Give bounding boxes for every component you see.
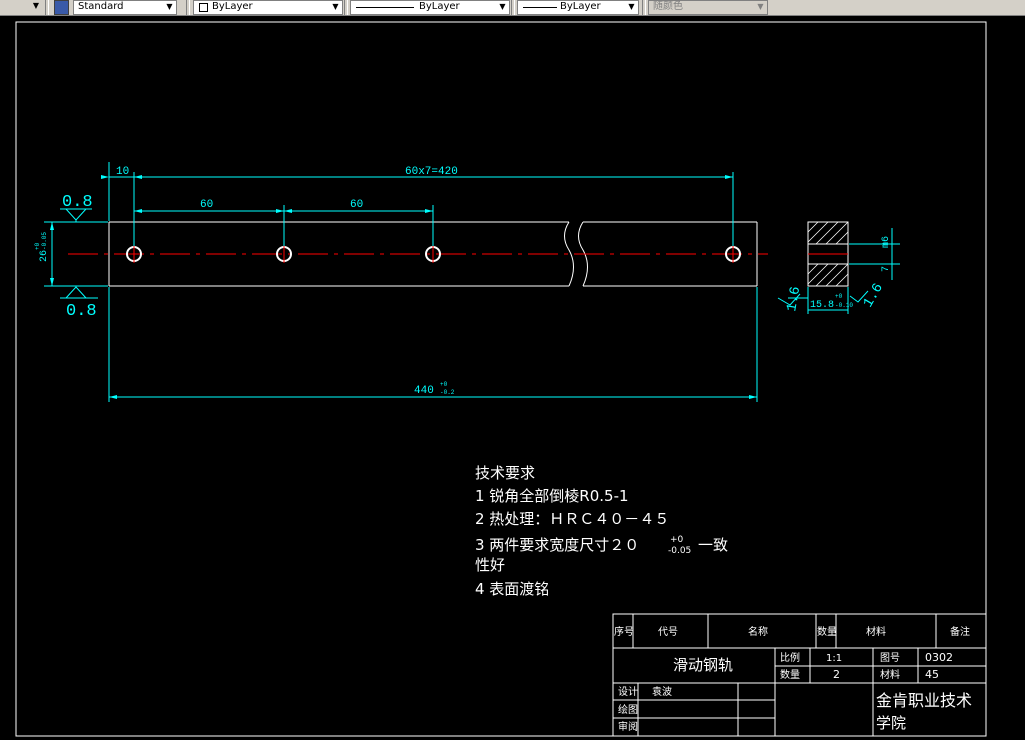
rail-front-view bbox=[108, 221, 758, 287]
dim-26: 26 bbox=[39, 250, 50, 262]
toolbar-separator bbox=[642, 0, 646, 15]
section-dimensions bbox=[777, 228, 900, 314]
arrow bbox=[50, 278, 54, 286]
lineweight-select[interactable]: ByLayer ▼ bbox=[517, 0, 639, 15]
dim-26-tol-lower: -0.05 bbox=[41, 232, 48, 250]
part-name: 滑动钢轨 bbox=[673, 656, 733, 674]
header-code: 代号 bbox=[658, 626, 678, 638]
header-name: 名称 bbox=[748, 625, 768, 638]
notes-line-3-suffix: 一致 bbox=[698, 536, 728, 554]
roughness-left-value: 1.6 bbox=[784, 285, 804, 313]
roughness-bottom-value: 0.8 bbox=[66, 302, 97, 321]
toolbar-separator bbox=[45, 0, 49, 15]
roughness-right-value: 1.6 bbox=[860, 281, 886, 311]
drawing-canvas[interactable]: 10 60x7=420 60 60 440 +0 -0.2 26 +0 -0.0… bbox=[0, 16, 1025, 740]
roughness-top bbox=[60, 208, 92, 222]
design-label: 设计 bbox=[618, 685, 638, 698]
drawing-border bbox=[15, 21, 987, 737]
plot-style-select[interactable]: 随颜色 ▼ bbox=[648, 0, 768, 15]
chevron-down-icon[interactable]: ▼ bbox=[332, 2, 339, 11]
toolbar-separator bbox=[344, 0, 348, 15]
scale-value: 1:1 bbox=[826, 653, 842, 664]
arrow bbox=[50, 222, 54, 230]
notes-line-3-cont: 性好 bbox=[475, 556, 505, 574]
drawing-no-value: 0302 bbox=[925, 651, 953, 664]
dropdown-arrow-icon[interactable]: ▼ bbox=[32, 1, 40, 10]
layer-select[interactable]: ByLayer ▼ bbox=[193, 0, 343, 15]
color-swatch-icon bbox=[199, 3, 208, 12]
notes-line-1: 1 锐角全部倒棱R0.5-1 bbox=[475, 487, 629, 505]
dim-7: 7 bbox=[881, 266, 892, 272]
header-no: 序号 bbox=[614, 625, 634, 638]
dim-m6: m6 bbox=[881, 236, 892, 248]
chevron-down-icon[interactable]: ▼ bbox=[499, 2, 506, 11]
school-name-line-2: 学院 bbox=[876, 714, 906, 732]
draw-label: 绘图 bbox=[618, 703, 638, 716]
roughness-bottom bbox=[60, 286, 98, 299]
toolbar-separator bbox=[186, 0, 190, 15]
title-block-frame bbox=[612, 613, 987, 737]
notes-line-2: 2 热处理：ＨＲＣ４０－４５ bbox=[475, 510, 669, 528]
scale-label: 比例 bbox=[780, 651, 800, 664]
material-label: 材料 bbox=[880, 668, 900, 681]
plot-style-value: 随颜色 bbox=[653, 1, 683, 12]
text-style-value: Standard bbox=[78, 1, 124, 12]
drawing-no-label: 图号 bbox=[880, 652, 900, 664]
school-name-line-1: 金肯职业技术 bbox=[876, 691, 972, 710]
line-sample-icon bbox=[523, 7, 557, 8]
arrow bbox=[109, 395, 117, 399]
notes-line-3-tol-lower: -0.05 bbox=[668, 546, 691, 556]
chevron-down-icon[interactable]: ▼ bbox=[628, 2, 635, 11]
layer-value: ByLayer bbox=[212, 1, 253, 12]
dim-26-group: 26 +0 -0.05 bbox=[34, 232, 50, 262]
dim-440: 440 bbox=[414, 385, 434, 397]
dim-440-tol-lower: -0.2 bbox=[440, 389, 455, 396]
dim-420: 60x7=420 bbox=[405, 166, 458, 178]
arrow bbox=[749, 395, 757, 399]
line-sample-icon bbox=[356, 7, 414, 8]
notes-line-3: 3 两件要求宽度尺寸２０ bbox=[475, 536, 639, 554]
dim-26-tol-upper: +0 bbox=[34, 242, 41, 250]
technical-requirements: 技术要求 1 锐角全部倒棱R0.5-1 2 热处理：ＨＲＣ４０－４５ 3 两件要… bbox=[475, 464, 728, 598]
text-style-select[interactable]: Standard ▼ bbox=[73, 0, 177, 15]
mounting-holes bbox=[126, 245, 741, 263]
dim-60-first: 60 bbox=[200, 199, 213, 211]
dimension-arrows bbox=[101, 175, 733, 213]
dim-60-second: 60 bbox=[350, 199, 363, 211]
review-label: 审阅 bbox=[618, 720, 638, 733]
header-remark: 备注 bbox=[950, 625, 970, 638]
qty-value: 2 bbox=[833, 668, 840, 681]
roughness-top-value: 0.8 bbox=[62, 193, 93, 212]
toolbar-separator bbox=[511, 0, 515, 15]
chevron-down-icon[interactable]: ▼ bbox=[757, 2, 764, 11]
section-view bbox=[807, 221, 849, 287]
linetype-value: ByLayer bbox=[419, 1, 460, 12]
qty-label: 数量 bbox=[780, 668, 800, 681]
cad-drawing: 10 60x7=420 60 60 440 +0 -0.2 26 +0 -0.0… bbox=[15, 21, 987, 737]
break-line bbox=[578, 221, 588, 287]
dim-10: 10 bbox=[116, 166, 129, 178]
notes-title: 技术要求 bbox=[475, 464, 535, 482]
overall-length-dimension bbox=[108, 287, 758, 402]
hatch-lower bbox=[807, 263, 849, 287]
properties-toolbar: ▼ Standard ▼ ByLayer ▼ ByLayer ▼ ByLayer… bbox=[0, 0, 1025, 16]
break-line bbox=[564, 221, 574, 287]
dim-440-tol-upper: +0 bbox=[440, 381, 448, 388]
designer-name: 袁波 bbox=[652, 685, 672, 698]
linetype-select[interactable]: ByLayer ▼ bbox=[350, 0, 510, 15]
header-material: 材料 bbox=[866, 625, 886, 638]
material-value: 45 bbox=[925, 668, 939, 681]
dim-15-8-tol-lower: -0.10 bbox=[835, 302, 853, 309]
chevron-down-icon[interactable]: ▼ bbox=[166, 2, 173, 11]
text-style-icon[interactable] bbox=[54, 0, 69, 15]
notes-line-3-tol-upper: +0 bbox=[670, 535, 684, 545]
hatch-upper bbox=[807, 221, 849, 245]
notes-line-4: 4 表面渡铭 bbox=[475, 580, 549, 598]
lineweight-value: ByLayer bbox=[560, 1, 601, 12]
dim-15-8-tol-upper: +0 bbox=[835, 293, 843, 300]
header-qty: 数量 bbox=[817, 625, 837, 638]
dim-15-8: 15.8 bbox=[810, 300, 834, 311]
title-block-text: 序号 代号 名称 数量 材料 备注 滑动钢轨 比例 1:1 图号 0302 数量… bbox=[614, 625, 972, 733]
